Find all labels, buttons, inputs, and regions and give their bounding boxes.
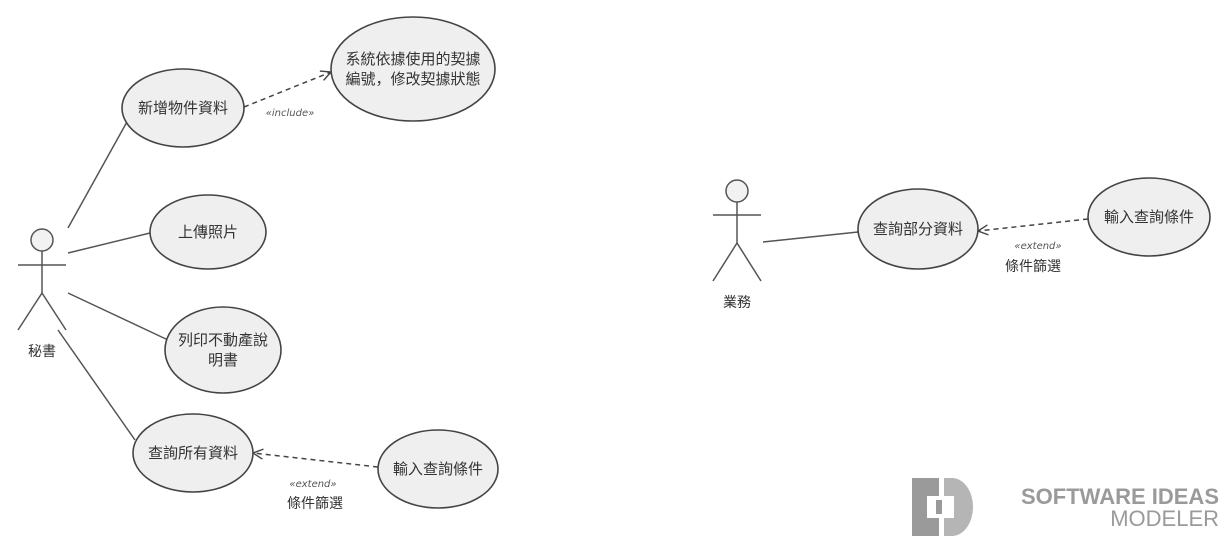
usecase-input-query-left-label: 輸入查詢條件 [393,460,483,478]
include-stereotype: «include» [266,108,315,119]
watermark-line2: MODELER [1110,506,1219,531]
extend-arrow-left [253,453,379,468]
actor-secretary-label: 秘書 [28,344,56,360]
association-add-property [67,119,129,229]
extend-stereotype-left: «extend» [289,479,336,490]
actor-sales-label: 業務 [723,295,751,311]
extend-condition-right: 條件篩選 [1005,259,1061,275]
association-query-all [57,329,136,441]
usecase-print-manual: 列印不動產說 明書 [164,306,282,394]
usecase-query-partial-label: 查詢部分資料 [873,220,963,238]
association-upload-photo [67,232,151,254]
usecase-add-property: 新增物件資料 [121,68,245,148]
extend-condition-left: 條件篩選 [287,496,343,512]
association-print-manual [67,292,169,341]
usecase-print-manual-line2: 明書 [208,351,238,369]
dependencies [243,72,1089,468]
actor-sales [712,179,762,282]
software-ideas-logo: SOFTWARE IDEAS MODELER [912,478,1219,536]
logo-bar [936,500,942,514]
include-arrow [243,72,331,108]
usecase-print-manual-line1: 列印不動產說 [178,331,268,349]
watermark-line1: SOFTWARE IDEAS [1021,484,1219,509]
usecase-input-query-right: 輸入查詢條件 [1087,177,1211,257]
actor-secretary [17,228,67,331]
usecase-upload-photo: 上傳照片 [149,194,267,270]
usecase-add-property-label: 新增物件資料 [138,99,228,117]
usecase-input-query-right-label: 輸入查詢條件 [1104,208,1194,226]
usecase-system-update-line1: 系統依據使用的契據 [345,50,480,68]
extend-stereotype-right: «extend» [1014,241,1061,252]
extend-arrow-right [978,218,1089,231]
associations-secretary [57,119,169,441]
usecase-query-partial: 查詢部分資料 [857,188,979,270]
actor-head [725,179,749,203]
actor-head [30,228,54,252]
usecase-input-query-left: 輸入查詢條件 [377,429,499,509]
association-query-partial [762,231,859,243]
usecase-system-update-line2: 編號，修改契據狀態 [345,70,480,88]
logo-block-right [944,478,973,536]
usecase-upload-photo-label: 上傳照片 [178,223,238,241]
usecase-query-all-label: 查詢所有資料 [148,444,238,462]
usecase-system-update: 系統依據使用的契據 編號，修改契據狀態 [330,16,496,122]
usecase-query-all: 查詢所有資料 [132,413,254,493]
